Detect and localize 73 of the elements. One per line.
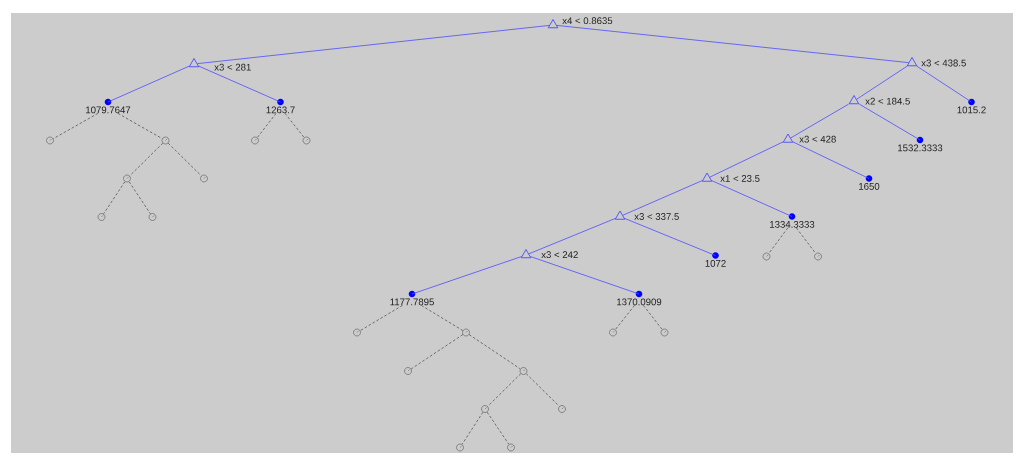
dashed-branch-line: [256, 113, 277, 138]
split-condition: x3 < 438.5: [921, 59, 966, 67]
dashed-branch-line: [468, 334, 521, 370]
circle-marker: [302, 136, 311, 145]
leaf-value: 1015.2: [957, 106, 986, 114]
dashed-branch-line: [487, 373, 522, 407]
branch-line: [411, 256, 522, 295]
branch-line: [792, 141, 870, 179]
branch-line: [624, 218, 716, 256]
dashed-branch-line: [410, 334, 464, 370]
leaf-value: 1072: [705, 260, 726, 267]
leaf-value: 1263.7: [266, 106, 295, 114]
branch-line: [556, 25, 909, 64]
circle-marker: [404, 367, 412, 375]
branch-line: [198, 65, 281, 103]
leaf-value: 1532.3333: [898, 144, 943, 152]
split-condition: x1 < 23.5: [720, 175, 760, 182]
branch-line: [107, 65, 190, 103]
dashed-branch-line: [421, 305, 464, 331]
circle-marker: [456, 443, 464, 452]
dashed-branch-line: [643, 305, 663, 330]
branch-line: [197, 25, 550, 65]
dashed-branch-line: [117, 113, 163, 139]
circle-marker: [481, 405, 489, 413]
circle-marker: [251, 136, 259, 145]
branch-line: [790, 103, 849, 139]
dashed-branch-line: [167, 142, 202, 177]
circle-marker: [660, 328, 669, 337]
circle-marker: [97, 213, 106, 221]
branch-line: [711, 180, 793, 217]
circle-marker: [558, 405, 566, 413]
dashed-branch-line: [768, 227, 789, 254]
dashed-branch-line: [103, 181, 126, 215]
dashed-branch-line: [128, 181, 151, 215]
circle-marker: [507, 443, 515, 452]
dashed-branch-line: [795, 227, 817, 254]
circle-marker: [762, 252, 771, 261]
dashed-branch-line: [129, 142, 164, 177]
leaf-value: 1079.7647: [86, 106, 131, 114]
circle-marker: [462, 328, 470, 337]
leaf-value: 1370.0909: [617, 298, 662, 306]
branch-line: [709, 141, 784, 178]
split-condition: x4 < 0.8635: [562, 17, 613, 25]
branch-line: [530, 256, 640, 295]
branch-line: [622, 180, 703, 216]
branch-line: [856, 65, 908, 100]
branch-line: [916, 65, 972, 103]
leaf-value: 1334.3333: [770, 221, 815, 228]
circle-marker: [814, 252, 822, 261]
split-condition: x3 < 428: [799, 135, 836, 143]
split-condition: x3 < 337.5: [634, 213, 679, 220]
dashed-branch-line: [284, 113, 305, 138]
dashed-branch-line: [461, 411, 484, 445]
circle-marker: [148, 213, 157, 221]
circle-marker: [519, 367, 528, 375]
leaf-value: 1650: [859, 183, 880, 190]
branch-line: [858, 103, 921, 141]
split-condition: x3 < 281: [214, 63, 251, 71]
circle-marker: [123, 174, 131, 183]
circle-marker: [609, 328, 617, 337]
circle-marker: [353, 328, 361, 337]
leaf-value: 1177.7895: [390, 298, 434, 306]
dashed-branch-line: [525, 373, 560, 407]
circle-marker: [200, 174, 208, 183]
dashed-branch-line: [359, 305, 403, 331]
dashed-branch-line: [486, 411, 510, 445]
branch-line: [528, 218, 616, 255]
circle-marker: [46, 136, 54, 145]
dashed-branch-line: [52, 113, 99, 140]
circle-marker: [161, 136, 170, 145]
dashed-branch-line: [614, 305, 635, 330]
split-condition: x3 < 242: [541, 251, 578, 259]
split-condition: x2 < 184.5: [865, 97, 910, 105]
